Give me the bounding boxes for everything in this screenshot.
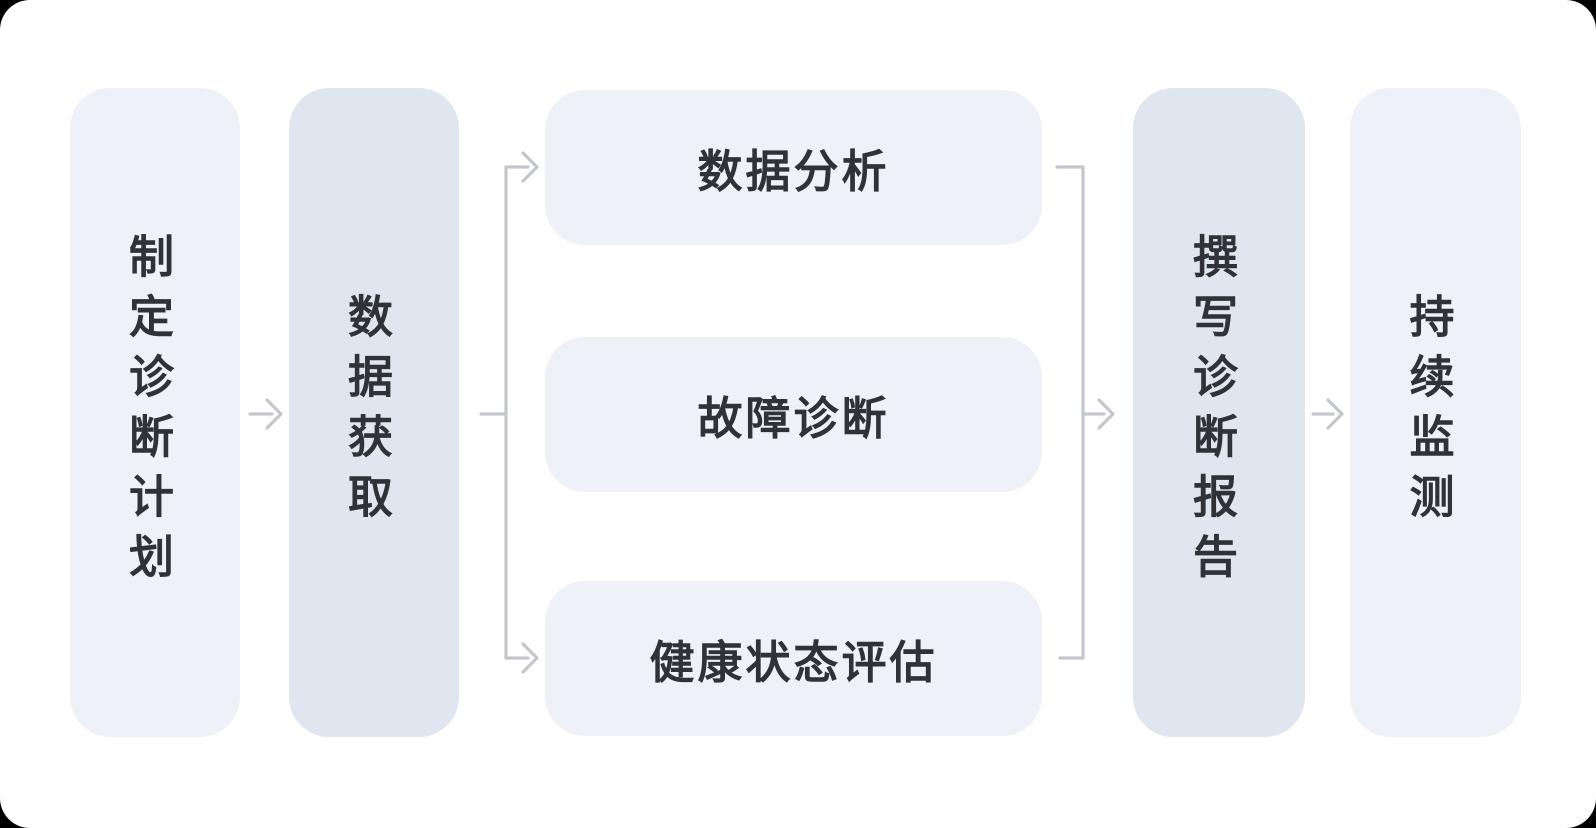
node-label: 数据获取 xyxy=(341,292,392,533)
arrow-right-icon xyxy=(248,398,283,430)
branch-connector xyxy=(479,151,539,674)
node-label: 制定诊断计划 xyxy=(122,232,173,593)
node-label: 持续监测 xyxy=(1402,292,1454,533)
node-task-health-assessment: 健康状态评估 xyxy=(545,581,1042,736)
node-stage-write-report: 撰写诊断报告 xyxy=(1133,88,1305,737)
node-stage-continuous-monitoring: 持续监测 xyxy=(1350,88,1521,737)
node-task-data-analysis: 数据分析 xyxy=(545,90,1042,245)
node-stage-make-plan: 制定诊断计划 xyxy=(70,88,240,737)
node-label: 撰写诊断报告 xyxy=(1186,232,1237,593)
node-label: 健康状态评估 xyxy=(649,637,938,688)
arrow-right-icon xyxy=(1311,398,1344,430)
node-label: 数据分析 xyxy=(697,146,890,197)
node-stage-data-acquisition: 数据获取 xyxy=(289,88,459,737)
merge-connector xyxy=(1055,165,1115,660)
node-label: 故障诊断 xyxy=(697,393,890,444)
node-task-fault-diagnosis: 故障诊断 xyxy=(545,337,1042,492)
